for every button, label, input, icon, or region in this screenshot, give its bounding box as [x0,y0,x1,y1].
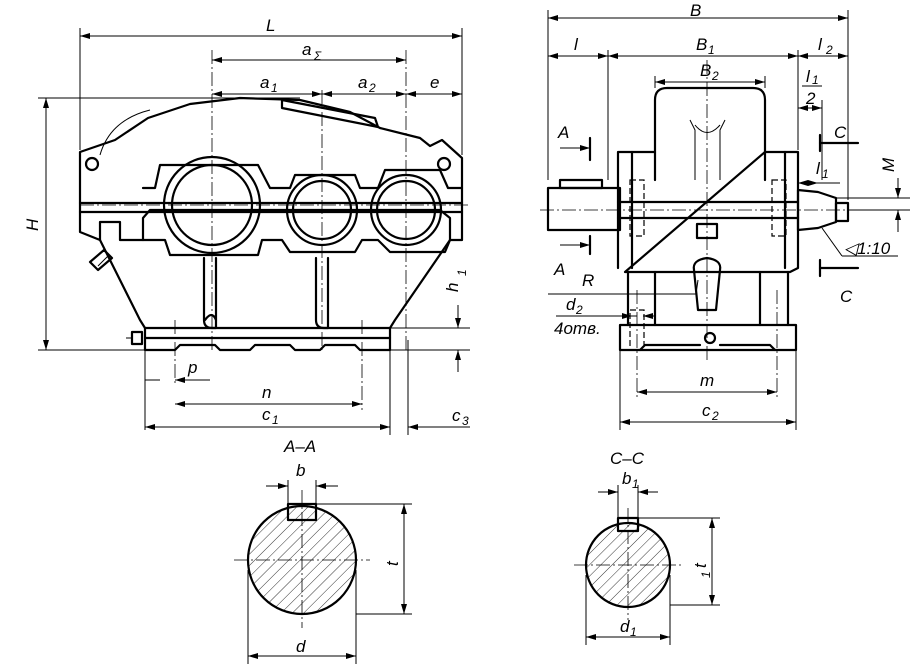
dim-a1: a [260,73,269,92]
dim-l1-half-den: 2 [805,89,816,108]
svg-text:1: 1 [708,43,715,57]
dim-d: d [296,637,306,656]
dim-l1: l [816,159,821,178]
svg-text:3: 3 [462,414,469,428]
dim-c2: c [702,401,711,420]
section-mark-C-top: C [834,123,847,142]
dim-d2: d [566,295,576,314]
side-cover [653,86,767,182]
svg-text:1: 1 [272,413,279,427]
housing-base [98,238,452,330]
section-mark-A-top: A [557,123,569,142]
dim-a2: a [358,73,367,92]
taper-label: ◁1:10 [844,239,891,258]
svg-text:1: 1 [812,73,819,87]
dim-a-sigma: a [302,40,311,59]
lifting-lug-left [84,156,100,172]
svg-text:2: 2 [825,43,833,57]
side-view: B l B 1 l 2 B 2 l 1 2 C C l 1 [540,1,910,430]
dim-l: l [574,35,579,54]
oil-gauge [88,248,114,272]
dim-c1: c [262,405,271,424]
drain-plug [130,330,144,346]
holes-label: 4отв. [554,319,601,338]
section-CC-title: C–C [610,449,645,468]
dim-b: b [296,461,305,480]
input-shaft [546,186,622,232]
front-view: L a Σ a 1 a 2 e H h 1 p n [23,16,470,435]
dim-e: e [430,73,439,92]
dim-l2: l [818,35,823,54]
svg-text:1: 1 [699,571,713,578]
svg-text:1: 1 [455,269,469,276]
dim-n: n [262,383,271,402]
svg-text:1: 1 [271,81,278,95]
section-C-C: C–C b 1 t 1 d 1 [574,449,720,645]
lifting-lug-right [436,156,452,172]
dim-d1: d [620,617,630,636]
svg-text:1: 1 [632,477,639,491]
dipstick [692,256,722,312]
svg-text:1: 1 [630,625,637,639]
dim-h1: h [443,283,462,292]
dim-m: m [700,371,714,390]
dim-B: B [690,1,701,20]
dim-l1-half-num: l [806,67,811,86]
svg-text:2: 2 [711,409,719,423]
dim-t: t [383,560,402,566]
svg-text:2: 2 [711,69,719,83]
dim-L: L [266,16,275,35]
dim-B1: B [696,35,707,54]
dim-R: R [582,271,594,290]
dim-b1: b [622,469,631,488]
dim-B2: B [700,61,711,80]
dim-H: H [23,218,42,231]
dim-M: M [879,157,898,172]
dim-t1: t [691,562,710,568]
svg-text:1: 1 [822,167,829,181]
section-AA-title: A–A [283,437,316,456]
dim-c3: c [452,406,461,425]
svg-text:Σ: Σ [313,49,322,63]
section-A-A: A–A b t d [234,437,412,664]
svg-text:2: 2 [368,81,376,95]
section-mark-A-bottom: A [553,260,565,279]
svg-text:2: 2 [575,303,583,317]
section-mark-C-bottom: C [840,287,853,306]
inspection-hatch [280,98,380,129]
dim-p: p [187,358,197,377]
